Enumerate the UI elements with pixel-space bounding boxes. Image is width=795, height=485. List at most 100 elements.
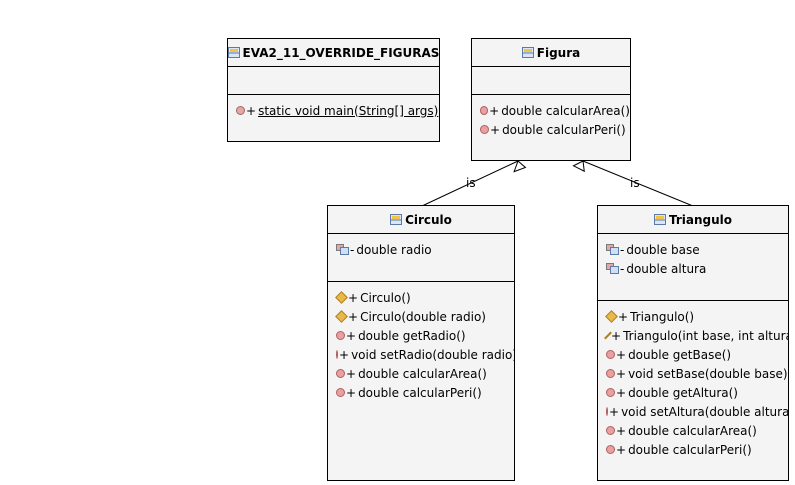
constructor-icon [605, 310, 618, 323]
method-row[interactable]: + Triangulo() [598, 307, 788, 326]
method-row[interactable]: + static void main(String[] args) [228, 101, 439, 120]
method-signature: double calcularPeri() [358, 385, 482, 400]
class-header: Figura [472, 39, 630, 67]
class-figura[interactable]: Figura + double calcularArea() + double … [471, 38, 631, 161]
method-signature: double calcularPeri() [628, 442, 752, 457]
method-row[interactable]: + double calcularArea() [328, 364, 514, 383]
fields-compartment [472, 67, 630, 95]
private-field-icon [606, 244, 619, 255]
visibility-marker: + [346, 328, 357, 343]
method-signature: void setAltura(double altura) [621, 404, 789, 419]
class-header: EVA2_11_OVERRIDE_FIGURAS [228, 39, 439, 67]
field-signature: double altura [626, 261, 707, 276]
methods-compartment: + double calcularArea() + double calcula… [472, 95, 630, 139]
visibility-marker: - [620, 242, 625, 257]
class-main[interactable]: EVA2_11_OVERRIDE_FIGURAS + static void m… [227, 38, 440, 142]
field-row[interactable]: - double radio [328, 240, 514, 259]
visibility-marker: + [616, 423, 627, 438]
method-signature: void setRadio(double radio) [351, 347, 515, 362]
visibility-marker: + [346, 366, 357, 381]
visibility-marker: + [339, 347, 350, 362]
private-field-icon [336, 244, 349, 255]
method-row[interactable]: + double calcularArea() [598, 421, 788, 440]
method-row[interactable]: + double calcularPeri() [328, 383, 514, 402]
method-row[interactable]: + void setRadio(double radio) [328, 345, 514, 364]
method-row[interactable]: + void setBase(double base) [598, 364, 788, 383]
method-icon [606, 445, 615, 454]
method-icon [606, 407, 608, 416]
method-row[interactable]: + Circulo(double radio) [328, 307, 514, 326]
field-signature: double radio [356, 242, 432, 257]
visibility-marker: + [618, 309, 629, 324]
method-row[interactable]: + double calcularPeri() [472, 120, 630, 139]
visibility-marker: - [350, 242, 355, 257]
method-icon [606, 388, 615, 397]
fields-compartment [228, 67, 439, 95]
class-icon [228, 47, 240, 58]
field-row[interactable]: - double altura [598, 259, 788, 278]
visibility-marker: + [616, 366, 627, 381]
methods-compartment: + Triangulo() + Triangulo(int base, int … [598, 301, 788, 459]
method-signature: Triangulo() [630, 309, 695, 324]
field-signature: double base [626, 242, 700, 257]
method-row[interactable]: + void setAltura(double altura) [598, 402, 788, 421]
method-signature: double calcularPeri() [502, 122, 626, 137]
method-signature: double getAltura() [628, 385, 738, 400]
class-circulo[interactable]: Circulo - double radio + Circulo() + Cir… [327, 205, 515, 481]
method-signature: double getRadio() [358, 328, 466, 343]
visibility-marker: + [616, 347, 627, 362]
method-row[interactable]: + Triangulo(int base, int altura) [598, 326, 788, 345]
fields-compartment: - double radio [328, 234, 514, 282]
visibility-marker: + [611, 328, 622, 343]
fields-compartment: - double base - double altura [598, 234, 788, 301]
visibility-marker: + [348, 290, 359, 305]
methods-compartment: + static void main(String[] args) [228, 95, 439, 120]
method-row[interactable]: + double calcularArea() [472, 101, 630, 120]
class-triangulo[interactable]: Triangulo - double base - double altura [597, 205, 789, 481]
visibility-marker: + [616, 385, 627, 400]
method-row[interactable]: + double getAltura() [598, 383, 788, 402]
method-icon [480, 125, 489, 134]
methods-compartment: + Circulo() + Circulo(double radio) + do… [328, 282, 514, 402]
class-icon [653, 214, 666, 225]
method-signature: Triangulo(int base, int altura) [623, 328, 789, 343]
class-name: EVA2_11_OVERRIDE_FIGURAS [242, 45, 440, 60]
class-header: Triangulo [598, 206, 788, 234]
visibility-marker: + [609, 404, 620, 419]
class-name: Circulo [405, 212, 452, 227]
method-signature: static void main(String[] args) [258, 103, 439, 118]
method-icon [336, 369, 345, 378]
relation-label-circulo: is [466, 176, 476, 190]
method-row[interactable]: + double calcularPeri() [598, 440, 788, 459]
method-icon [336, 350, 338, 359]
class-header: Circulo [328, 206, 514, 234]
field-row[interactable]: - double base [598, 240, 788, 259]
visibility-marker: + [246, 103, 257, 118]
method-row[interactable]: + Circulo() [328, 288, 514, 307]
method-icon [606, 350, 615, 359]
method-icon [336, 331, 345, 340]
method-signature: Circulo() [360, 290, 411, 305]
method-signature: Circulo(double radio) [360, 309, 486, 324]
method-signature: double calcularArea() [628, 423, 757, 438]
class-name: Triangulo [668, 212, 733, 227]
class-icon [521, 47, 534, 58]
visibility-marker: + [489, 103, 500, 118]
visibility-marker: + [490, 122, 501, 137]
method-signature: double calcularArea() [358, 366, 487, 381]
method-icon [606, 369, 615, 378]
class-name: Figura [536, 45, 581, 60]
method-row[interactable]: + double getBase() [598, 345, 788, 364]
method-signature: double calcularArea() [501, 103, 630, 118]
method-row[interactable]: + double getRadio() [328, 326, 514, 345]
visibility-marker: + [346, 385, 357, 400]
constructor-icon [335, 310, 348, 323]
method-icon [336, 388, 345, 397]
visibility-marker: + [348, 309, 359, 324]
method-signature: void setBase(double base) [628, 366, 788, 381]
visibility-marker: - [620, 261, 625, 276]
static-method-icon [236, 106, 245, 115]
method-icon [606, 426, 615, 435]
